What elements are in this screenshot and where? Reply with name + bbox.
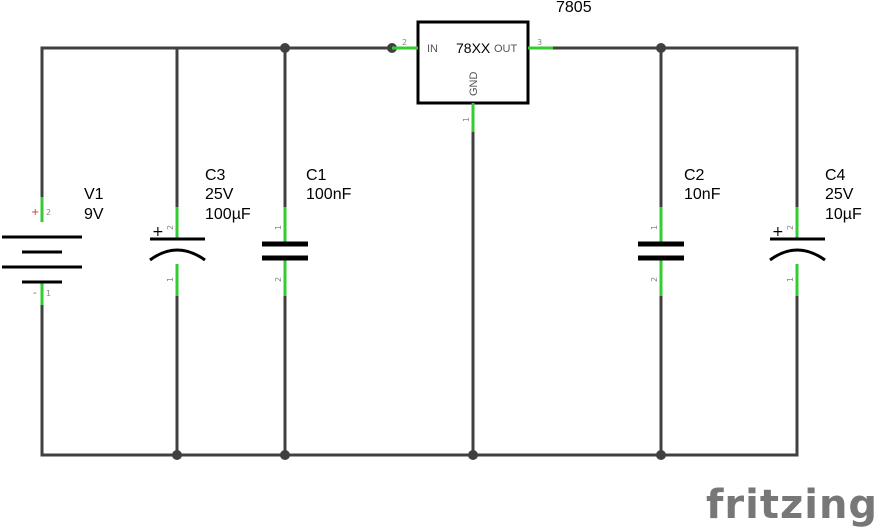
- c4-polarity-mark: +: [772, 224, 784, 240]
- c2-pin-bottom-number: 2: [650, 277, 659, 282]
- c1-pin-top-number: 1: [274, 225, 283, 230]
- c4-voltage: 25V: [825, 186, 854, 203]
- c3-plate-curved: [149, 248, 206, 262]
- c1-pin-bottom-number: 2: [274, 277, 283, 282]
- battery-ref: V1: [84, 186, 104, 203]
- junction-bottom-c3: [172, 450, 182, 460]
- junctions: [172, 43, 666, 460]
- c3-value: 100µF: [205, 206, 251, 223]
- c1-ref: C1: [306, 167, 327, 184]
- c4-plate-curved: [769, 248, 826, 262]
- junction-bottom-gnd: [468, 450, 478, 460]
- c4-ref: C4: [825, 167, 846, 184]
- battery-value: 9V: [84, 206, 104, 223]
- regulator-pin-out-label: OUT: [494, 43, 518, 55]
- c2-value: 10nF: [684, 186, 721, 203]
- regulator-name: 78XX: [456, 40, 491, 56]
- battery-pin-plus-number: 2: [46, 208, 51, 217]
- junction-top-c1: [280, 43, 290, 53]
- regulator-pin-gnd-label: GND: [468, 72, 480, 97]
- fritzing-logo: fritzing: [706, 482, 878, 528]
- regulator-pin-out-number: 3: [537, 38, 542, 47]
- capacitor-c2[interactable]: 1 2 C2 10nF: [638, 167, 721, 296]
- capacitor-c4[interactable]: + 2 1 C4 25V 10µF: [769, 167, 862, 296]
- regulator-pin-in-number: 2: [402, 38, 407, 47]
- battery-minus-mark: -: [33, 288, 37, 299]
- capacitor-c3[interactable]: + 2 1 C3 25V 100µF: [149, 167, 251, 296]
- voltage-regulator[interactable]: 2 3 1 IN OUT GND 78XX 7805: [392, 0, 592, 132]
- c3-polarity-mark: +: [152, 224, 164, 240]
- c3-pin-bottom-number: 1: [166, 277, 175, 282]
- c3-pin-top-number: 2: [166, 225, 175, 230]
- battery-pin-minus-number: 1: [46, 289, 51, 298]
- c2-ref: C2: [684, 167, 705, 184]
- wires: [40, 46, 799, 457]
- c1-value: 100nF: [306, 186, 352, 203]
- battery-plus-mark: +: [31, 207, 39, 218]
- c3-ref: C3: [205, 167, 226, 184]
- c4-value: 10µF: [825, 206, 862, 223]
- c3-voltage: 25V: [205, 186, 234, 203]
- c4-pin-bottom-number: 1: [786, 277, 795, 282]
- c4-pin-top-number: 2: [786, 225, 795, 230]
- regulator-pin-gnd-number: 1: [462, 117, 471, 122]
- battery-v1[interactable]: + - 2 1 V1 9V: [2, 186, 104, 305]
- junction-bottom-c2: [656, 450, 666, 460]
- capacitor-c1[interactable]: 1 2 C1 100nF: [262, 167, 352, 296]
- regulator-pin-in-label: IN: [427, 43, 438, 55]
- c2-pin-top-number: 1: [650, 225, 659, 230]
- regulator-part-label: 7805: [556, 0, 592, 16]
- junction-bottom-c1: [280, 450, 290, 460]
- junction-top-c2: [656, 43, 666, 53]
